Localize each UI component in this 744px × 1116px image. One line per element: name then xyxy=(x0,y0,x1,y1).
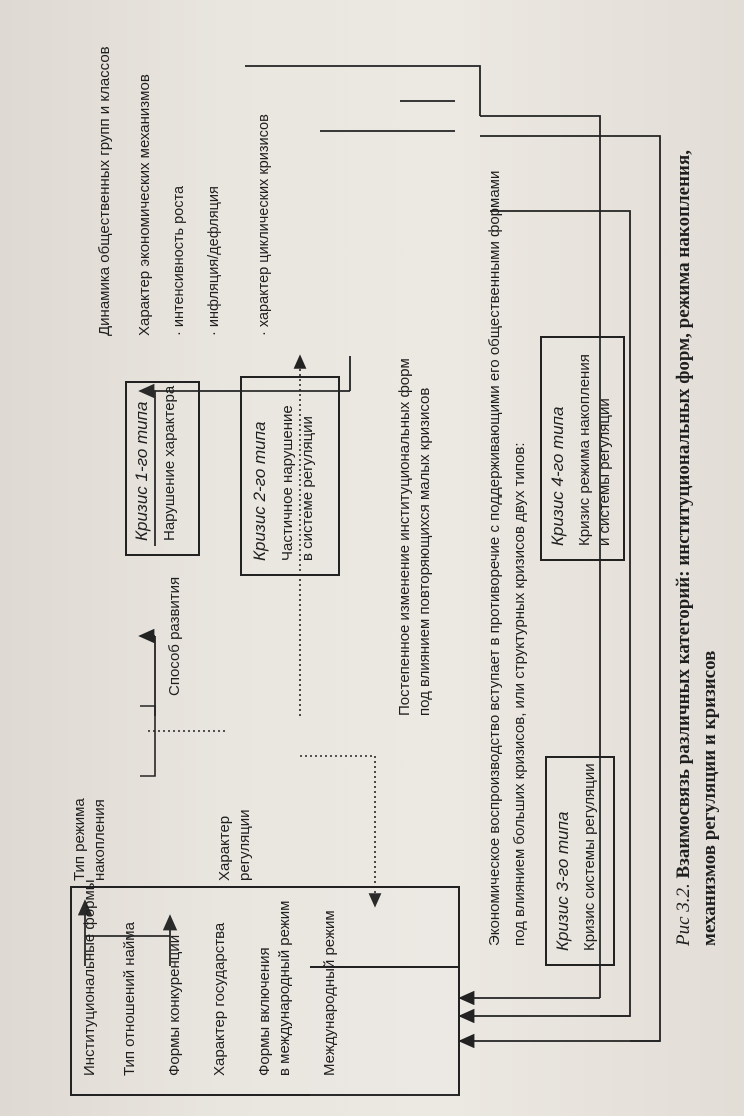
dynamics-label: Динамика общественных групп и классов xyxy=(96,46,113,336)
inflation-label: · инфляция/дефляция xyxy=(206,186,222,336)
gradual-change-label-1: Постепенное изменение институциональных … xyxy=(396,358,413,716)
crisis-type4-desc-2: и системы регуляции xyxy=(596,398,613,546)
crisis-type2-desc-1: Частичное нарушение xyxy=(279,405,296,561)
figure-number: Рис 3.2. xyxy=(673,883,694,946)
reproduction-label-2: под влиянием больших кризисов, или струк… xyxy=(511,442,528,946)
crisis-type3-desc: Кризис системы регуляции xyxy=(581,763,598,951)
employment-relations-label: Тип отношений найма xyxy=(121,922,138,1076)
regulation-character-label-2: регуляции xyxy=(236,809,253,881)
regulation-character-label-1: Характер xyxy=(216,815,233,881)
economic-mechanisms-label: Характер экономических механизмов xyxy=(136,74,153,336)
figure-caption-line2: механизмов регуляции и кризисов xyxy=(699,650,720,946)
inclusion-forms-label: Формы включения xyxy=(256,947,273,1076)
crisis-type4-desc-1: Кризис режима накопления xyxy=(576,354,593,546)
accumulation-regime-label-1: Тип режима xyxy=(71,798,88,881)
state-character-label: Характер государства xyxy=(211,922,228,1076)
crisis-type2-desc-2: в системе регуляции xyxy=(299,416,316,561)
inclusion-forms-label-2: в международный режим xyxy=(276,900,293,1077)
reproduction-label-1: Экономическое воспроизводство вступает в… xyxy=(486,170,503,946)
growth-intensity-label: · интенсивность роста xyxy=(171,185,187,336)
development-mode-label: Способ развития xyxy=(166,576,183,696)
gradual-change-label-2: под влиянием повторяющихся малых кризисо… xyxy=(416,387,433,716)
competition-forms-label: Формы конкуренции xyxy=(166,934,183,1076)
crisis-type1-title: Кризис 1-го типа xyxy=(132,401,151,541)
figure-title-1: Взаимосвязь различных категорий: институ… xyxy=(673,149,694,879)
crisis-type1-desc: Нарушение характера xyxy=(161,385,178,541)
figure-caption-line1: Рис 3.2. Взаимосвязь различных категорий… xyxy=(672,150,696,946)
accumulation-regime-label-2: накопления xyxy=(91,799,108,881)
crisis-type2-title: Кризис 2-го типа xyxy=(250,421,269,561)
crisis-type3-title: Кризис 3-го типа xyxy=(553,811,572,951)
international-regime-label: Международный режим xyxy=(321,910,338,1076)
crisis-type4-title: Кризис 4-го типа xyxy=(548,406,567,546)
cyclical-crises-label: · характер циклических кризисов xyxy=(256,114,272,336)
institutional-forms-label: Институциональные формы xyxy=(81,879,98,1076)
